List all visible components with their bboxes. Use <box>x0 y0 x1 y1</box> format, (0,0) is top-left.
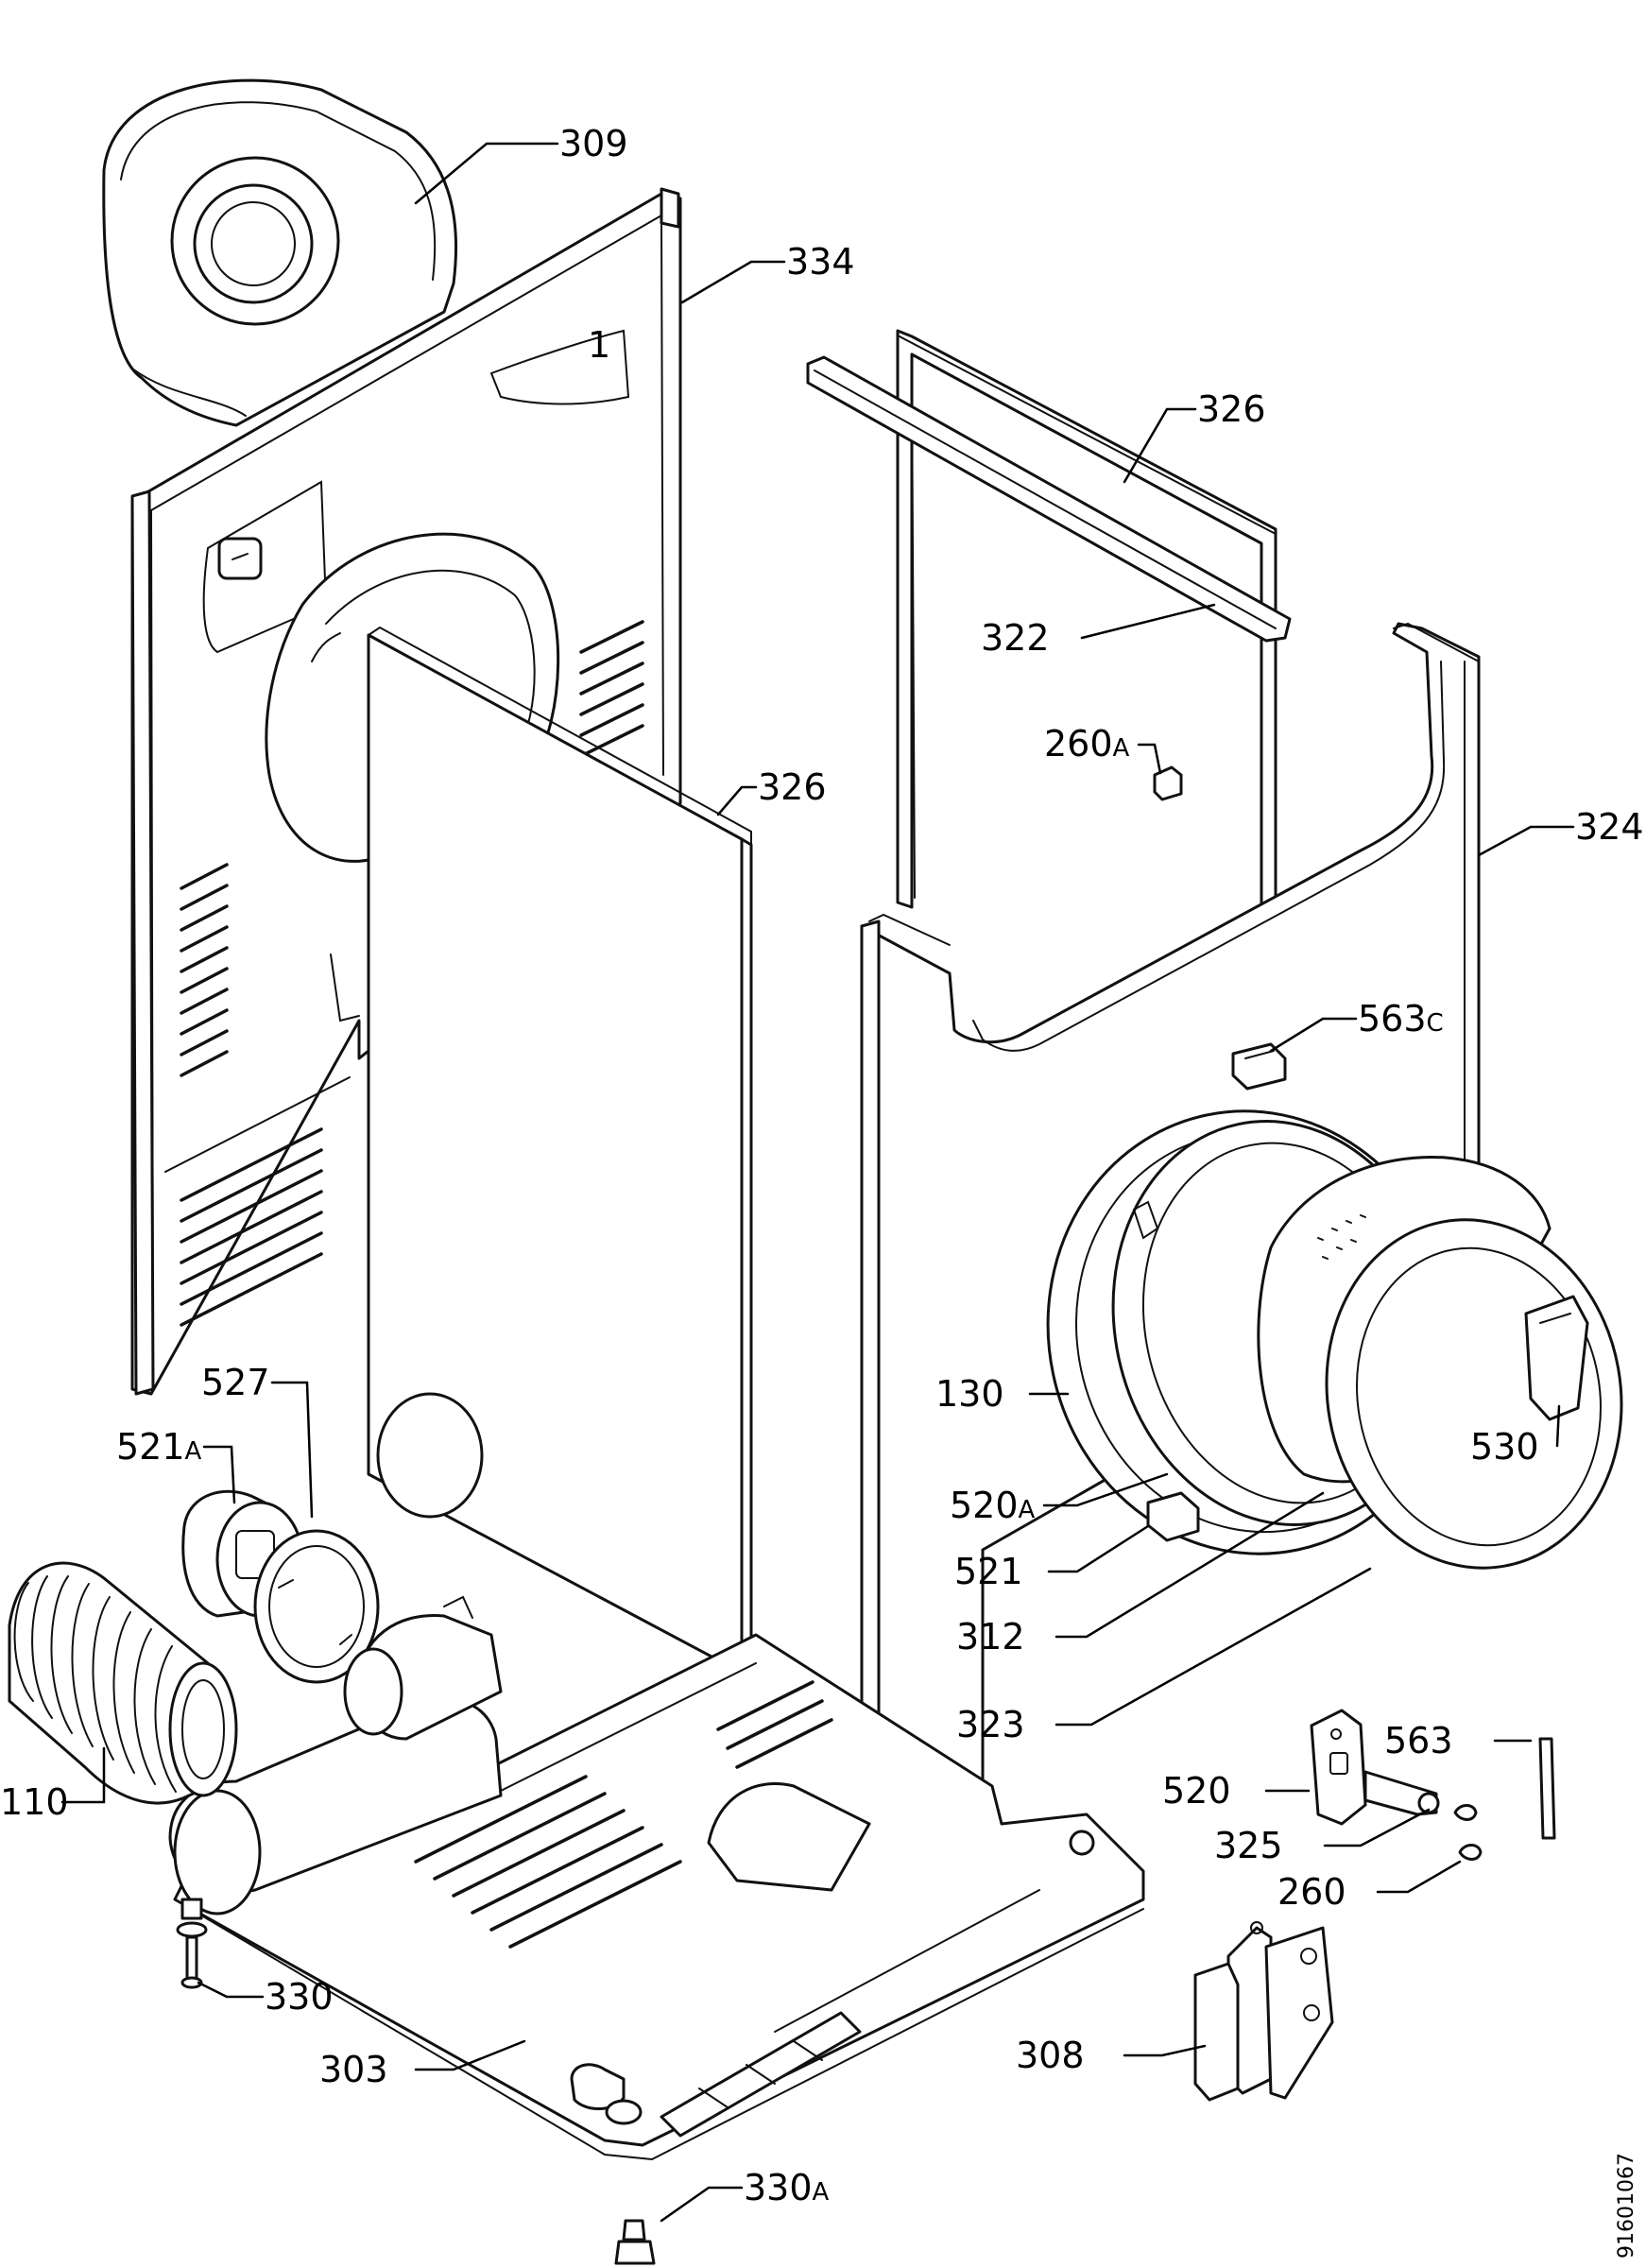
callout-325: 325 <box>1214 1825 1283 1866</box>
callout-312: 312 <box>956 1616 1025 1658</box>
callout-520a: 520A <box>950 1485 1036 1526</box>
callout-260a: 260A <box>1044 723 1130 765</box>
base-vents <box>414 1775 682 1949</box>
callout-303: 303 <box>319 2049 388 2090</box>
part-260-spring-clip <box>1453 1804 1483 1861</box>
callout-563: 563 <box>1384 1720 1453 1761</box>
part-563-pin <box>1538 1737 1556 1840</box>
drawing-number: 91601067 <box>1615 2153 1638 2259</box>
callout-520: 520 <box>1162 1770 1231 1812</box>
callout-324: 324 <box>1575 806 1644 848</box>
part-303-base <box>168 1633 1145 2161</box>
part-308-door-hinge <box>1193 1921 1334 2102</box>
part-330-adjustable-foot <box>176 1898 208 1989</box>
callout-308: 308 <box>1016 2035 1085 2076</box>
callout-330: 330 <box>265 1976 334 2018</box>
callout-521: 521 <box>954 1551 1023 1592</box>
callout-326-top: 326 <box>1197 388 1266 430</box>
part-309-rear-duct-seal <box>102 78 457 427</box>
part-563c-switch <box>1231 1042 1287 1091</box>
callout-110: 110 <box>0 1781 69 1823</box>
part-325-lever <box>1363 1770 1440 1816</box>
part-530-door <box>1257 1155 1623 1570</box>
panel-badge: 1 <box>588 324 610 366</box>
drum-perforation <box>1317 1214 1366 1260</box>
rear-panel-lower-vents <box>180 1127 323 1327</box>
callout-130: 130 <box>935 1373 1004 1415</box>
callout-322: 322 <box>981 617 1050 659</box>
callout-309: 309 <box>559 123 628 164</box>
duct-elbow <box>343 1595 503 1741</box>
callout-334: 334 <box>786 241 855 283</box>
callout-leaders <box>60 142 1575 2223</box>
part-110-exhaust-hose <box>8 1561 238 1805</box>
part-520-hinge-plate <box>1310 1709 1367 1826</box>
callout-563c: 563C <box>1358 998 1444 1040</box>
callout-326-side: 326 <box>758 766 827 808</box>
callout-530: 530 <box>1470 1426 1539 1468</box>
part-527-clamp-ring <box>253 1529 380 1684</box>
part-326-side-panel <box>367 626 753 1680</box>
base-rear-vents <box>716 1680 833 1769</box>
part-330a-foot <box>614 2219 656 2265</box>
part-322-seal-strip <box>806 355 1292 643</box>
callout-260: 260 <box>1277 1871 1346 1913</box>
callout-labels: 309 334 326 322 260A 326 324 563C 527 52… <box>0 123 1644 2208</box>
part-521-catch <box>1146 1491 1200 1542</box>
rear-panel-side-vents <box>180 863 229 1077</box>
part-326-top-frame <box>896 329 1277 1060</box>
callout-330a: 330A <box>744 2167 830 2208</box>
callout-527: 527 <box>201 1362 270 1403</box>
part-260a-clip <box>1153 765 1183 801</box>
rear-panel-upper-vents <box>579 620 644 758</box>
callout-323: 323 <box>956 1704 1025 1745</box>
callout-521a: 521A <box>116 1426 202 1468</box>
hose-ribs <box>13 1575 177 1793</box>
